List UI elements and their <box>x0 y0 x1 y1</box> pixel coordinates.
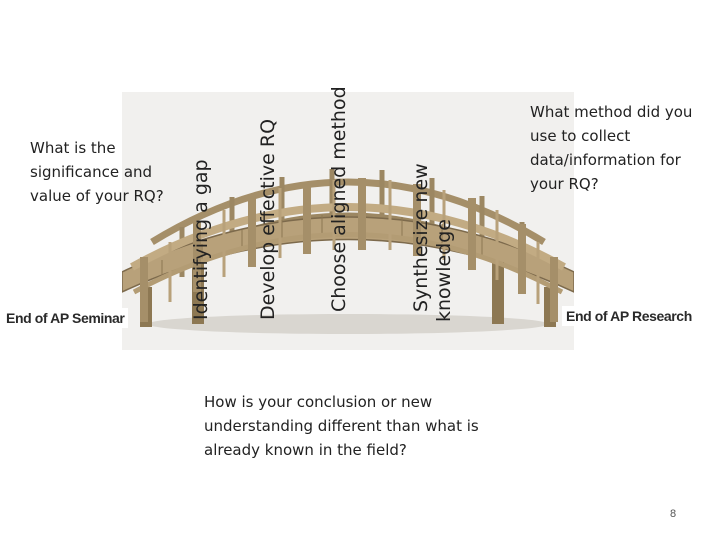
question-conclusion: How is your conclusion or new understand… <box>204 393 479 459</box>
question-method: What method did you use to collect data/… <box>530 103 693 193</box>
end-of-ap-research-label: End of AP Research <box>562 306 696 326</box>
bridge-front-posts <box>140 178 558 322</box>
step-knowledge: knowledge <box>433 219 455 322</box>
page-number: 8 <box>670 508 677 520</box>
step-synthesize-new: Synthesize new <box>410 163 432 312</box>
bridge-back-handrail <box>150 178 546 245</box>
step-identifying-gap: Identifying a gap <box>190 159 212 320</box>
bridge-shadow <box>148 314 548 334</box>
bridge-illustration <box>122 169 574 334</box>
end-of-ap-seminar-label: End of AP Seminar <box>2 308 129 328</box>
bridge-front-handrail <box>130 203 566 271</box>
bridge-front-balusters <box>168 180 540 304</box>
question-significance: What is the significance and value of yo… <box>30 139 164 205</box>
bridge-front-midrail <box>132 232 564 295</box>
step-develop-rq: Develop effective RQ <box>257 118 279 320</box>
step-choose-method: Choose aligned method <box>328 86 350 312</box>
